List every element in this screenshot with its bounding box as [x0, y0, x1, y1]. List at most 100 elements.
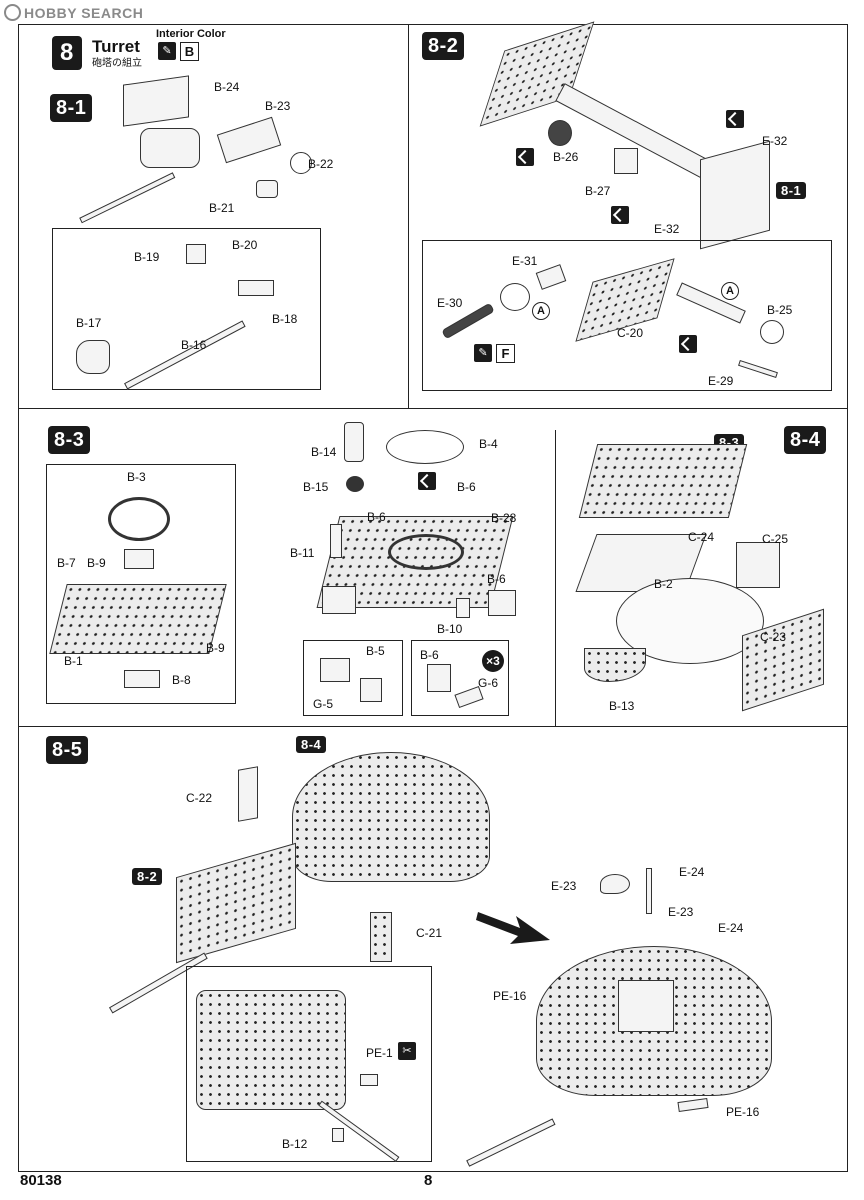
- glue-point-icon: [418, 472, 436, 490]
- step-number: 8: [52, 36, 82, 70]
- label-b1: B-1: [64, 654, 83, 668]
- breech-block-drawing: [700, 140, 770, 250]
- label-e32b: E-32: [654, 222, 680, 236]
- label-b6d: B-6: [420, 648, 439, 662]
- inset-b6-g6: [411, 640, 509, 716]
- part-b14-drawing: [344, 422, 364, 462]
- label-b2: B-2: [654, 577, 673, 591]
- paint-brush-icon: ✎: [474, 344, 492, 362]
- label-b16: B-16: [181, 338, 207, 352]
- label-pe16b: PE-16: [726, 1105, 760, 1119]
- inset-8-3: [46, 464, 236, 704]
- part-c21-drawing: [370, 912, 392, 962]
- part-b6-detail-drawing: [427, 664, 451, 692]
- part-e30-sphere-drawing: [500, 283, 530, 311]
- label-e24a: E-24: [679, 865, 705, 879]
- marker-a1: A: [532, 302, 550, 320]
- part-b12-drawing: [332, 1128, 344, 1142]
- part-b3-ring-drawing: [108, 497, 170, 541]
- substep-8-5: 8-5: [46, 736, 89, 764]
- glue-point-icon: [516, 148, 534, 166]
- ref-8-4: 8-4: [296, 736, 327, 753]
- inset-b5-g5: [303, 640, 403, 716]
- label-b19: B-19: [134, 250, 160, 264]
- part-b25-drawing: [760, 320, 784, 344]
- label-c21: C-21: [416, 926, 443, 940]
- part-e23-drawing: [600, 874, 630, 894]
- paint-brush-icon: ✎: [158, 42, 176, 60]
- label-b6c: B-6: [487, 572, 506, 586]
- kit-number: 80138: [20, 1172, 62, 1189]
- label-b12: B-12: [282, 1137, 308, 1151]
- label-e30: E-30: [437, 296, 463, 310]
- part-b6-box-drawing: [488, 590, 516, 616]
- scissors-cut-icon: ✂: [398, 1042, 416, 1060]
- interior-color-code: B: [180, 42, 199, 61]
- label-b10: B-10: [437, 622, 463, 636]
- label-b18: B-18: [272, 312, 298, 326]
- substep-8-2: 8-2: [422, 32, 465, 60]
- substep-8-4: 8-4: [784, 426, 827, 454]
- substep-8-1: 8-1: [50, 94, 93, 122]
- label-g5: G-5: [313, 697, 334, 711]
- turret-roof-assembly-drawing: [578, 444, 748, 518]
- inset-8-1: [52, 228, 321, 390]
- inset-8-5: [186, 966, 432, 1162]
- part-c22-drawing: [238, 766, 258, 822]
- label-b9a: B-9: [87, 556, 106, 570]
- glue-point-icon: [726, 110, 744, 128]
- part-b5-box-drawing: [322, 586, 356, 614]
- part-g5-drawing: [360, 678, 382, 702]
- final-turret-hatch-drawing: [618, 980, 674, 1032]
- label-b28: B-28: [491, 511, 517, 525]
- label-b4: B-4: [479, 437, 498, 451]
- label-b9b: B-9: [206, 641, 225, 655]
- divider-col2: [555, 430, 556, 726]
- label-b22: B-22: [308, 157, 334, 171]
- divider-row1: [18, 408, 848, 409]
- part-e24-drawing: [646, 868, 652, 914]
- label-g6: G-6: [478, 676, 499, 690]
- part-b10-drawing: [456, 598, 470, 618]
- part-pe1-drawing: [360, 1074, 378, 1086]
- substep-8-3: 8-3: [48, 426, 91, 454]
- glue-point-icon: [679, 335, 697, 353]
- label-b14: B-14: [311, 445, 337, 459]
- label-e32a: E-32: [762, 134, 788, 148]
- part-b22-drawing: [290, 152, 312, 174]
- label-e23b: E-23: [668, 905, 694, 919]
- part-b26-drawing: [548, 120, 572, 146]
- color-code-f: F: [496, 344, 515, 363]
- label-c22: C-22: [186, 791, 213, 805]
- ref-8-1: 8-1: [776, 182, 807, 199]
- label-e24b: E-24: [718, 921, 744, 935]
- divider-col1: [408, 24, 409, 408]
- label-b7: B-7: [57, 556, 76, 570]
- part-b8-drawing: [124, 670, 160, 688]
- mantlet-drawing: [140, 128, 200, 168]
- cupola-ring-drawing: [388, 534, 464, 570]
- label-pe16a: PE-16: [493, 989, 527, 1003]
- quantity-badge: ×3: [482, 650, 504, 672]
- divider-row2: [18, 726, 848, 727]
- ref-8-2: 8-2: [132, 868, 163, 885]
- marker-a2: A: [721, 282, 739, 300]
- label-b6b: B-6: [367, 510, 386, 524]
- interior-color-label: Interior Color: [156, 28, 226, 40]
- step-subtitle: 砲塔の組立: [92, 58, 142, 69]
- glue-point-icon: [611, 206, 629, 224]
- part-b17-drawing: [76, 340, 110, 374]
- label-b5: B-5: [366, 644, 385, 658]
- label-e31: E-31: [512, 254, 538, 268]
- part-b19-drawing: [186, 244, 206, 264]
- part-b4-drawing: [386, 430, 464, 464]
- label-pe1: PE-1: [366, 1046, 393, 1060]
- label-e23a: E-23: [551, 879, 577, 893]
- label-b6a: B-6: [457, 480, 476, 494]
- turret-body-drawing: [292, 752, 490, 882]
- label-c24: C-24: [688, 530, 715, 544]
- part-b1-drawing: [49, 584, 227, 654]
- label-b21: B-21: [209, 201, 235, 215]
- page-number: 8: [424, 1172, 433, 1189]
- label-c23: C-23: [760, 630, 787, 644]
